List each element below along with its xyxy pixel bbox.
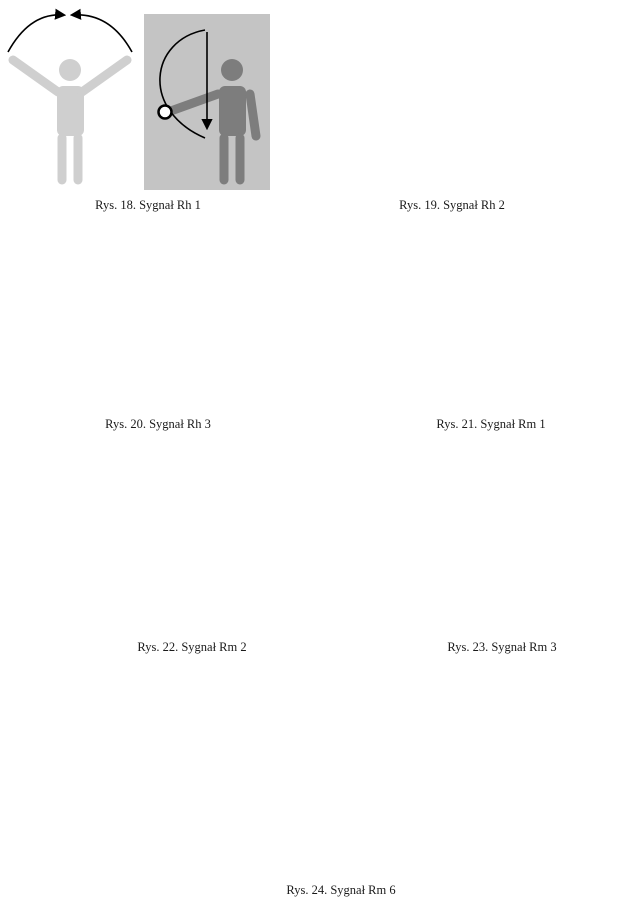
figure-18 (7, 8, 270, 190)
caption-fig-23: Rys. 23. Sygnał Rm 3 (447, 640, 557, 654)
caption-fig-19: Rys. 19. Sygnał Rh 2 (399, 198, 505, 212)
swing-arc-icon (159, 29, 206, 139)
arc-arrow-left-icon (7, 8, 67, 53)
caption-fig-22: Rys. 22. Sygnał Rm 2 (137, 640, 247, 654)
person-icon (8, 55, 132, 185)
person-dark-icon (163, 59, 261, 185)
caption-fig-20: Rys. 20. Sygnał Rh 3 (105, 417, 211, 431)
arc-arrow-right-icon (69, 8, 133, 53)
caption-fig-24: Rys. 24. Sygnał Rm 6 (286, 883, 396, 897)
lamp-icon (157, 104, 173, 120)
caption-fig-21: Rys. 21. Sygnał Rm 1 (436, 417, 546, 431)
caption-fig-18: Rys. 18. Sygnał Rh 1 (95, 198, 201, 212)
